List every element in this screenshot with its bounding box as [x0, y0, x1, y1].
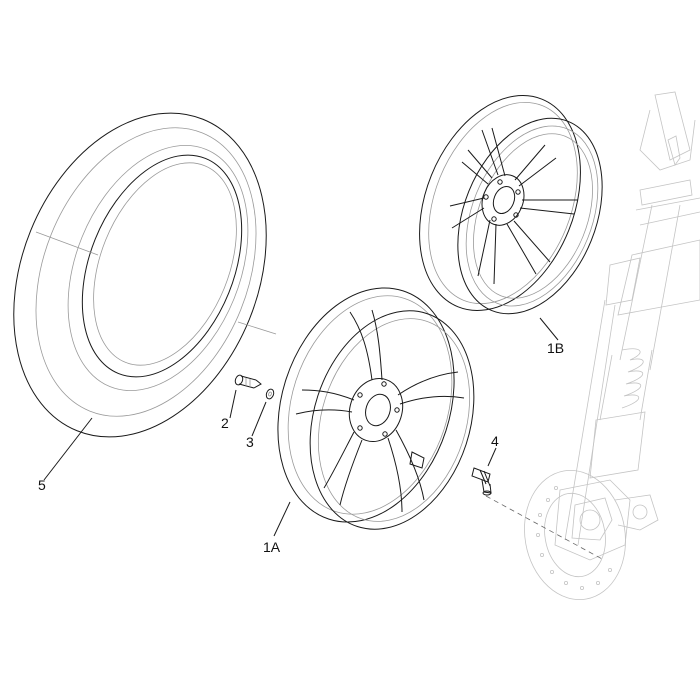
leader-lines — [43, 317, 559, 537]
rim-1b — [419, 95, 603, 315]
washer — [265, 388, 275, 400]
valve — [471, 467, 492, 496]
assembly-axis-line — [485, 495, 605, 561]
tyre — [13, 112, 277, 438]
callout-3: 3 — [246, 434, 254, 450]
callout-1a: 1A — [263, 539, 281, 555]
front-fork-assembly — [524, 91, 700, 600]
bolt — [234, 374, 262, 389]
callout-4: 4 — [491, 433, 499, 449]
callout-1b: 1B — [547, 340, 564, 356]
callout-5: 5 — [38, 477, 46, 493]
rim-1a — [277, 287, 475, 530]
brake-disc-holes — [536, 485, 613, 591]
callout-2: 2 — [221, 415, 229, 431]
